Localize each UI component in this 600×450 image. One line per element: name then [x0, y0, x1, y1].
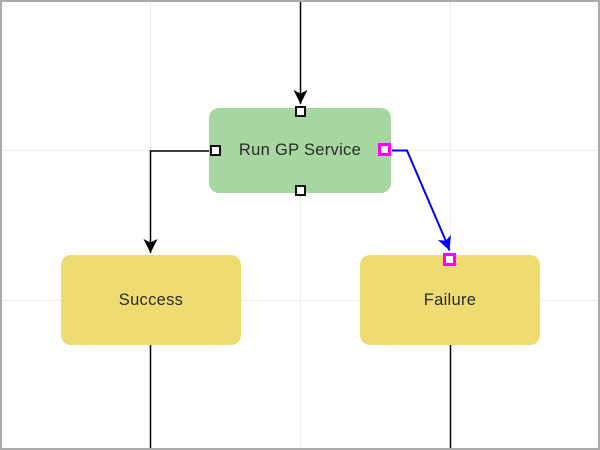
port-failure-top-highlighted[interactable] [443, 253, 456, 266]
node-run-gp-service-label: Run GP Service [238, 141, 362, 159]
node-run-gp-service[interactable]: Run GP Service [209, 108, 391, 193]
node-failure-label: Failure [423, 290, 477, 309]
link-process-to-success[interactable] [143, 150, 211, 253]
port-process-left[interactable] [210, 145, 221, 156]
node-failure[interactable]: Failure [360, 255, 540, 345]
port-process-top[interactable] [295, 106, 306, 117]
node-success[interactable]: Success [61, 255, 241, 345]
port-process-right-highlighted[interactable] [378, 143, 391, 156]
port-process-bottom[interactable] [295, 185, 306, 196]
link-process-to-failure-selected[interactable] [392, 149, 451, 251]
node-success-label: Success [118, 290, 184, 309]
